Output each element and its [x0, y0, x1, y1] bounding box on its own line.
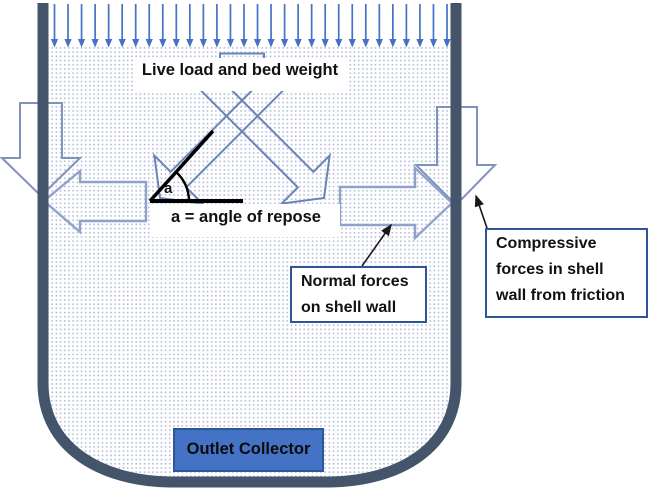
normal-force-arrows	[42, 165, 454, 241]
normal-forces-pointer	[361, 223, 392, 267]
compressive-line-3: wall from friction	[496, 287, 625, 304]
live-load-arrow-head	[294, 39, 302, 48]
repose-arrow-down-right	[193, 67, 332, 206]
live-load-arrow-head	[77, 39, 86, 48]
live-load-arrow-head	[267, 39, 275, 48]
angle-symbol-label: a	[164, 180, 173, 197]
live-load-arrow-head	[213, 39, 221, 48]
live-load-arrow-head	[118, 39, 126, 48]
live-load-arrow-head	[240, 39, 248, 48]
live-load-arrow-head	[145, 39, 153, 48]
live-load-arrow-head	[64, 39, 72, 48]
normal-forces-line-1: Normal forces	[301, 273, 409, 290]
live-load-label: Live load and bed weight	[141, 61, 339, 79]
live-load-arrow-head	[308, 39, 316, 48]
live-load-arrow-head	[321, 39, 329, 48]
live-load-arrow-head	[159, 39, 167, 48]
live-load-arrow-head	[443, 39, 451, 48]
live-load-arrow-head	[91, 39, 99, 48]
live-load-arrow-head	[429, 39, 438, 48]
live-load-text-strip	[133, 59, 347, 91]
normal-forces-line-2: on shell wall	[301, 299, 397, 316]
annotation-arrows	[361, 194, 489, 267]
bed-fill	[43, 3, 456, 482]
angle-caption: a = angle of repose	[171, 208, 321, 226]
live-load-arrow-head	[375, 39, 383, 48]
live-load-arrow-head	[280, 39, 289, 48]
live-load-arrow-head	[253, 39, 262, 48]
angle-caption-strip	[150, 204, 340, 237]
diagonal-arrow-tail-bracket	[219, 52, 265, 58]
compressive-line-1: Compressive	[496, 235, 597, 252]
friction-force-arrows	[0, 102, 498, 207]
compressive-pointer	[474, 194, 489, 232]
normal-force-arrow-right	[338, 165, 454, 241]
live-load-arrow-head	[226, 39, 235, 48]
live-load-arrow-head	[105, 39, 113, 48]
live-load-arrow-head	[416, 39, 424, 48]
friction-arrow-right	[413, 106, 498, 207]
angle-slope-line	[148, 129, 215, 203]
outlet-collector-box: Outlet Collector	[173, 428, 324, 472]
live-load-arrow-head	[402, 39, 410, 48]
compressive-forces-callout: Compressive forces in shell wall from fr…	[485, 228, 648, 318]
friction-arrow-left	[0, 102, 83, 198]
normal-force-arrow-left	[42, 168, 148, 235]
compressive-line-2: forces in shell	[496, 261, 604, 278]
live-load-arrow-head	[362, 39, 370, 48]
live-load-arrow-head	[186, 39, 194, 48]
vessel-shell-wall	[37, 3, 462, 488]
bed-top-gap	[48, 3, 451, 47]
angle-arc	[175, 171, 191, 202]
live-load-arrow-head	[50, 39, 59, 48]
live-load-arrow-head	[335, 39, 343, 48]
angle-of-repose-figure	[148, 129, 243, 203]
live-load-arrow-head	[389, 39, 397, 48]
live-load-arrow-head	[199, 39, 207, 48]
live-load-arrow-head	[348, 39, 356, 48]
normal-forces-callout: Normal forces on shell wall	[290, 266, 427, 323]
live-load-arrows	[50, 4, 451, 48]
live-load-arrow-head	[172, 39, 180, 48]
live-load-arrow-head	[132, 39, 140, 48]
